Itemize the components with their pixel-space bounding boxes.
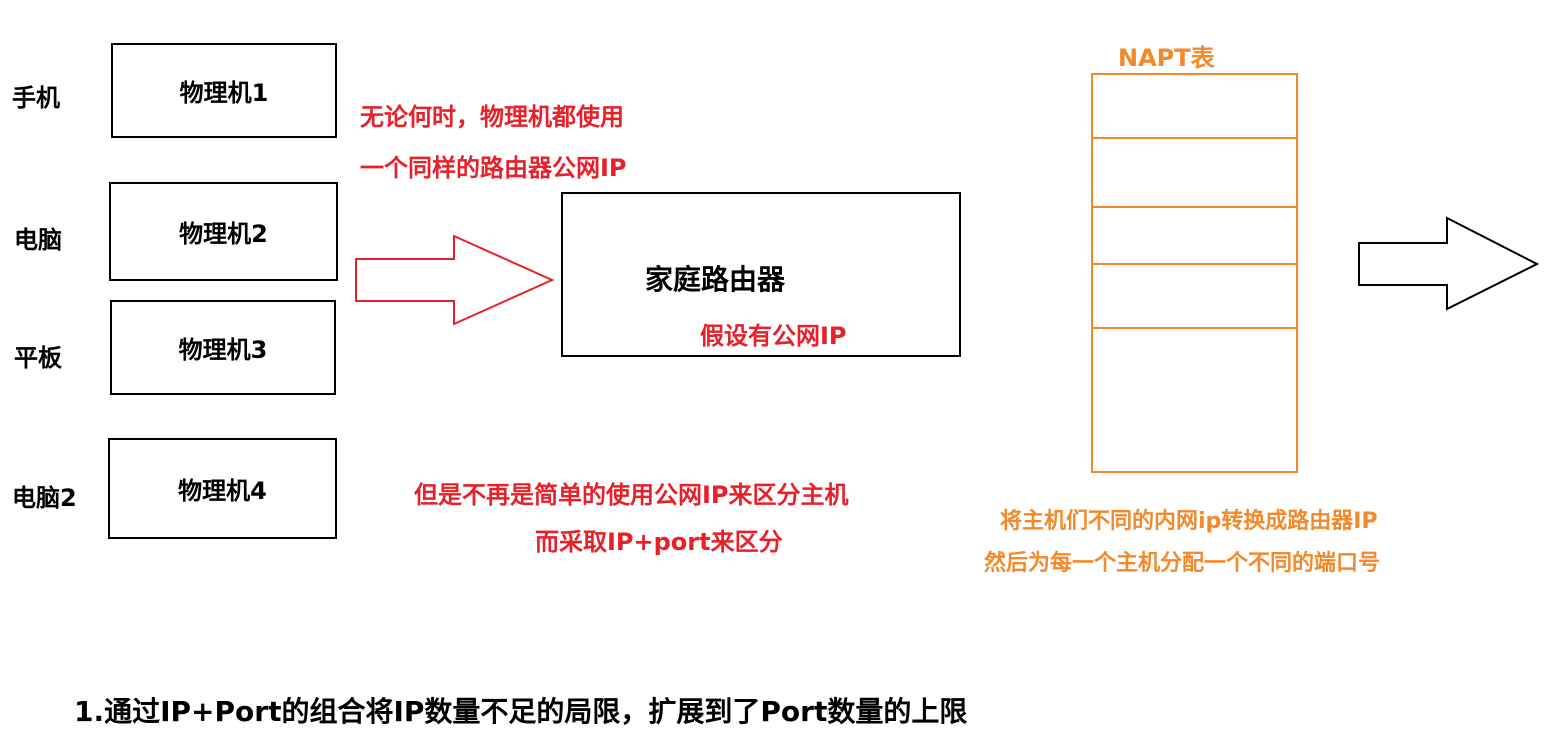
physical-machine-4-box: 物理机4: [108, 438, 337, 539]
red-arrow-icon: [355, 234, 555, 326]
note-bottom-line1: 但是不再是简单的使用公网IP来区分主机: [414, 481, 849, 509]
napt-table-row-divider: [1093, 137, 1296, 139]
home-router-box: 家庭路由器 假设有公网IP: [561, 192, 961, 357]
black-arrow-icon: [1358, 216, 1540, 311]
napt-table-row-divider: [1093, 206, 1296, 208]
note-bottom-line2: 而采取IP+port来区分: [535, 528, 783, 556]
device-label-tablet: 平板: [14, 344, 62, 372]
napt-note-line1: 将主机们不同的内网ip转换成路由器IP: [1000, 509, 1378, 534]
physical-machine-1-label: 物理机1: [179, 79, 269, 107]
physical-machine-3-box: 物理机3: [110, 300, 336, 395]
device-label-computer2: 电脑2: [12, 484, 77, 512]
napt-table: [1091, 73, 1298, 473]
device-label-computer: 电脑: [14, 226, 62, 254]
physical-machine-2-label: 物理机2: [179, 220, 268, 248]
router-public-ip-note: 假设有公网IP: [700, 322, 847, 350]
physical-machine-2-box: 物理机2: [109, 182, 338, 281]
napt-table-row-divider: [1093, 263, 1296, 265]
note-top-line1: 无论何时，物理机都使用: [360, 103, 624, 131]
summary-text: 1.通过IP+Port的组合将IP数量不足的局限，扩展到了Port数量的上限: [74, 695, 968, 728]
napt-table-title: NAPT表: [1118, 44, 1215, 72]
physical-machine-1-box: 物理机1: [111, 43, 337, 138]
home-router-title: 家庭路由器: [645, 263, 786, 296]
device-label-phone: 手机: [12, 84, 60, 112]
napt-note-line2: 然后为每一个主机分配一个不同的端口号: [984, 551, 1381, 576]
physical-machine-3-label: 物理机3: [178, 336, 268, 364]
physical-machine-4-label: 物理机4: [178, 477, 267, 505]
napt-table-row-divider: [1093, 327, 1296, 329]
note-top-line2: 一个同样的路由器公网IP: [360, 154, 627, 182]
